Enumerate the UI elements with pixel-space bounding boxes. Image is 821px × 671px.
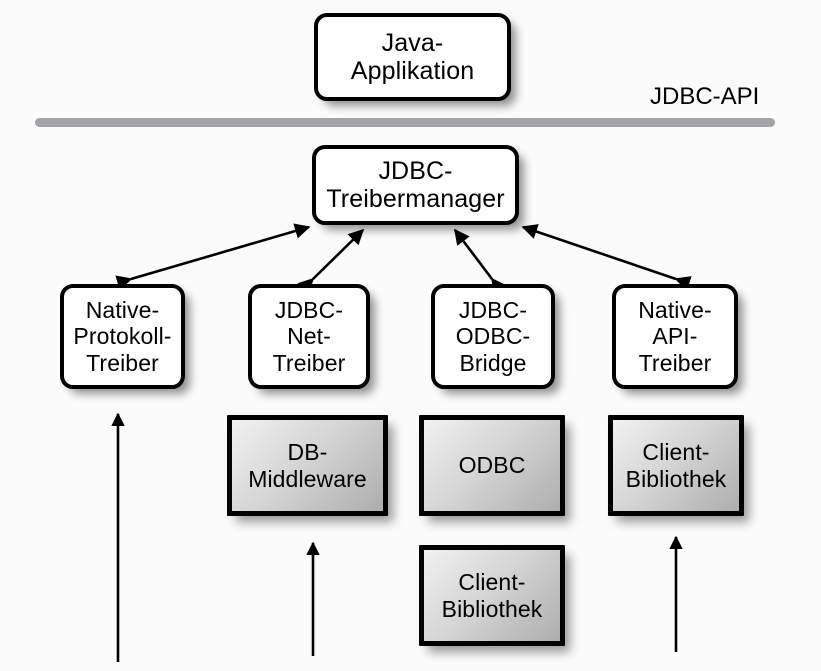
node-db-middleware[interactable]: DB- Middleware [227, 415, 388, 516]
node-jdbc-treibermanager[interactable]: JDBC- Treibermanager [312, 145, 519, 225]
link-jdbc-net-to-treibermanager [297, 228, 365, 295]
link-native-protokoll-to-treibermanager [115, 223, 311, 291]
jdbc-api-label: JDBC-API [650, 83, 760, 110]
node-jdbc-net-treiber[interactable]: JDBC- Net- Treiber [248, 284, 370, 389]
node-odbc[interactable]: ODBC [419, 415, 565, 516]
jdbc-api-separator-bar [35, 118, 775, 127]
node-java-applikation[interactable]: Java- Applikation [314, 13, 511, 101]
node-client-bibliothek-mid[interactable]: Client- Bibliothek [419, 545, 565, 646]
link-jdbc-odbc-to-treibermanager [453, 228, 507, 295]
node-native-protokoll-treiber[interactable]: Native- Protokoll- Treiber [60, 284, 185, 389]
node-jdbc-odbc-bridge[interactable]: JDBC- ODBC- Bridge [431, 284, 555, 389]
node-client-bibliothek-right[interactable]: Client- Bibliothek [608, 415, 744, 516]
node-native-api-treiber[interactable]: Native- API- Treiber [612, 284, 738, 389]
link-native-api-to-treibermanager [521, 224, 692, 291]
